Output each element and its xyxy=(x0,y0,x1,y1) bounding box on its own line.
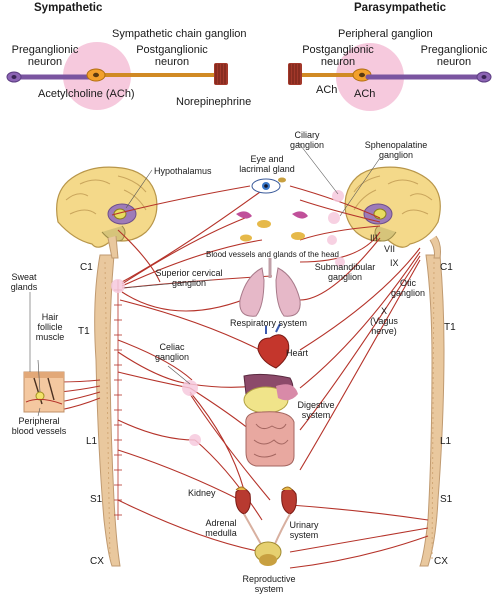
para-target-muscle xyxy=(288,63,302,85)
heart xyxy=(257,323,290,369)
reproductive-bladder xyxy=(254,541,282,566)
celiac-ganglion-label: Celiac ganglion xyxy=(154,342,190,362)
right-spinal-cord xyxy=(419,254,445,567)
para-postganglionic-label: Postganglionic neuron xyxy=(302,44,374,68)
left-spinal-cord xyxy=(94,254,121,567)
sym-target-muscle xyxy=(214,63,228,85)
cranial-nerve-vii: VII xyxy=(384,244,396,254)
kidney-label: Kidney xyxy=(188,488,216,498)
sphenopalatine-ganglion-label: Sphenopalatine ganglion xyxy=(364,140,428,160)
acetylcholine-label: Acetylcholine (ACh) xyxy=(38,88,135,100)
para-ach-label-2: ACh xyxy=(354,88,376,100)
parasympathetic-heading: Parasympathetic xyxy=(354,2,447,14)
para-ach-label-1: ACh xyxy=(316,84,338,96)
superior-cervical-ganglion-label: Superior cervical ganglion xyxy=(155,268,223,288)
lungs xyxy=(239,258,301,317)
sym-postganglionic-label: Postganglionic neuron xyxy=(136,44,208,68)
left-spine-l1: L1 xyxy=(86,436,98,447)
cranial-nerve-ix: IX xyxy=(390,258,399,268)
adrenal-medulla-label: Adrenal medulla xyxy=(205,518,237,538)
parasympathetic-nerves xyxy=(289,185,429,569)
skin-section xyxy=(23,371,65,413)
right-spine-cx: CX xyxy=(434,556,448,567)
right-spine-t1: T1 xyxy=(444,322,456,333)
sweat-glands-label: Sweat glands xyxy=(10,272,38,292)
head-glands xyxy=(236,211,308,242)
right-spine-s1: S1 xyxy=(440,494,453,505)
leader-lines xyxy=(29,141,381,417)
hair-follicle-muscle-label: Hair follicle muscle xyxy=(35,312,65,342)
peripheral-blood-vessels-label: Peripheral blood vessels xyxy=(11,416,67,436)
left-spine-cx: CX xyxy=(90,556,104,567)
peripheral-ganglion-label: Peripheral ganglion xyxy=(338,28,433,40)
respiratory-system-label: Respiratory system xyxy=(230,318,308,328)
vagus-nerve-label: X (Vagus nerve) xyxy=(370,306,398,336)
blood-vessels-head-label: Blood vessels and glands of the head xyxy=(206,250,339,259)
right-spine-c1: C1 xyxy=(440,262,453,273)
sympathetic-neuron-diagram xyxy=(6,42,228,110)
submandibular-ganglion-label: Submandibular ganglion xyxy=(314,262,376,282)
norepinephrine-label: Norepinephrine xyxy=(176,96,252,108)
parasympathetic-neuron-diagram xyxy=(288,43,492,111)
digestive-system-label: Digestive system xyxy=(297,400,335,420)
heart-label: Heart xyxy=(286,348,309,358)
urinary-system-label: Urinary system xyxy=(289,520,319,540)
sympathetic-chain-ladder xyxy=(114,280,122,520)
sympathetic-chain-ganglion-label: Sympathetic chain ganglion xyxy=(112,28,247,40)
eye-lacrimal-label: Eye and lacrimal gland xyxy=(239,154,295,174)
kidneys-and-urinary xyxy=(235,486,297,547)
left-spine-t1: T1 xyxy=(78,326,90,337)
left-spine-c1: C1 xyxy=(80,262,93,273)
left-brain xyxy=(56,166,158,259)
sym-preganglionic-label: Preganglionic neuron xyxy=(11,44,79,68)
otic-ganglion-label: Otic ganglion xyxy=(390,278,426,298)
para-preganglionic-label: Preganglionic neuron xyxy=(420,44,488,68)
sympathetic-heading: Sympathetic xyxy=(34,2,103,14)
right-spine-l1: L1 xyxy=(440,436,452,447)
eye-and-lacrimal-gland xyxy=(251,177,286,194)
left-spine-s1: S1 xyxy=(90,494,103,505)
digestive-organs xyxy=(243,373,298,467)
cranial-nerve-iii: III xyxy=(370,233,378,243)
ciliary-ganglion-label: Ciliary ganglion xyxy=(289,130,325,150)
hypothalamus-label: Hypothalamus xyxy=(154,166,212,176)
cranial-nerve-ganglia xyxy=(111,190,345,446)
reproductive-system-label: Reproductive system xyxy=(242,574,296,594)
